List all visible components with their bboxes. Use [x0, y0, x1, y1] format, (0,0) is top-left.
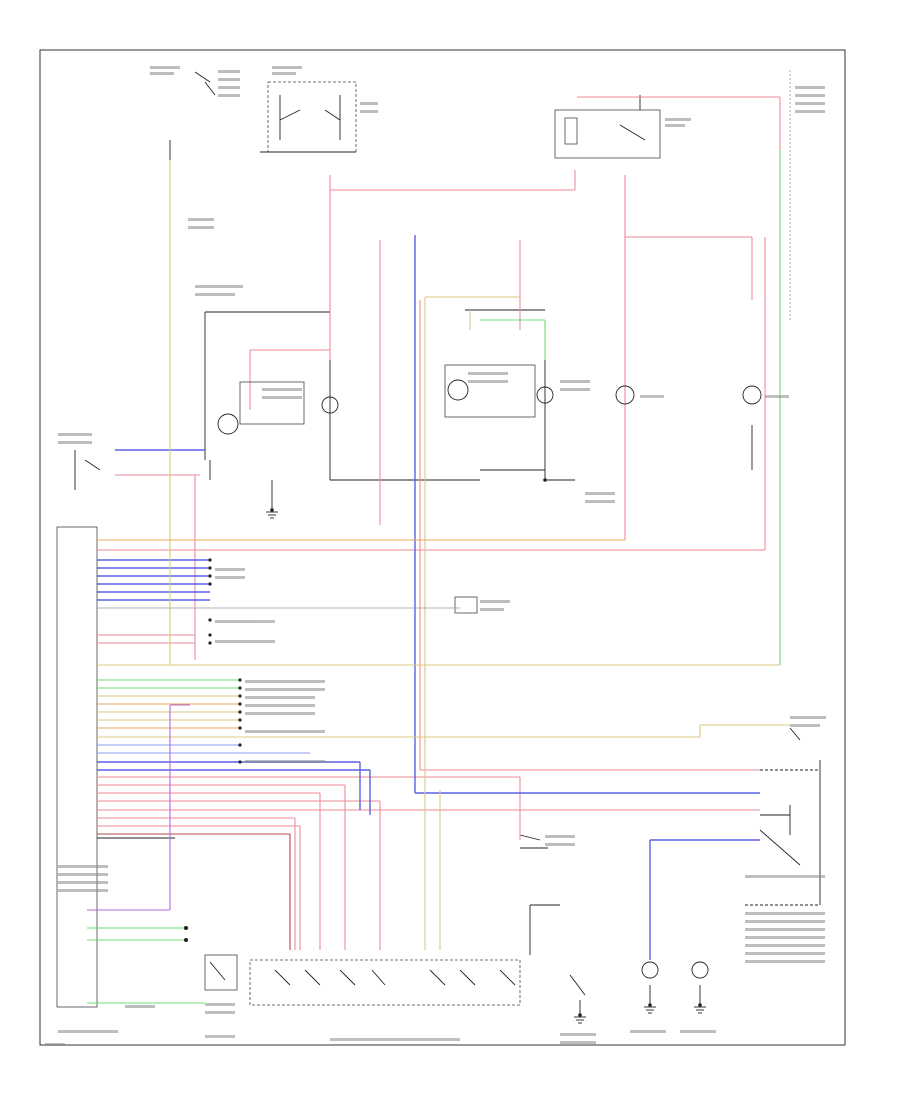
ground-symbols: [266, 511, 706, 1024]
dark-red-wires: [97, 833, 291, 950]
illegible-label-marks: [45, 66, 826, 1046]
connector-icon: [184, 926, 188, 930]
orange-wires: [97, 539, 625, 729]
diagram-frame: [39, 49, 846, 1046]
black-wires: [56, 71, 821, 1015]
lamp-icon: [615, 385, 635, 405]
yellow-wires: [97, 160, 790, 950]
connector-icon: [184, 938, 188, 942]
green-wires: [87, 150, 781, 1004]
light-blue-wires: [97, 744, 310, 754]
blue-wires: [97, 235, 760, 960]
ground-icon: [694, 1006, 706, 1014]
lamp-icon: [447, 379, 469, 401]
red-wires: [97, 96, 781, 950]
lamp-icon: [321, 396, 339, 414]
violet-wires: [87, 704, 190, 911]
lamp-icon: [742, 385, 762, 405]
lamp-icon: [641, 961, 659, 979]
lamp-icon: [217, 413, 239, 435]
ground-icon: [266, 511, 278, 519]
ground-icon: [574, 1016, 586, 1024]
grey-wires: [97, 70, 791, 609]
ground-icon: [644, 1006, 656, 1014]
components: [184, 379, 762, 1017]
lamp-housing: [239, 381, 305, 425]
lamp-icon: [536, 386, 554, 404]
lamp-icon: [691, 961, 709, 979]
